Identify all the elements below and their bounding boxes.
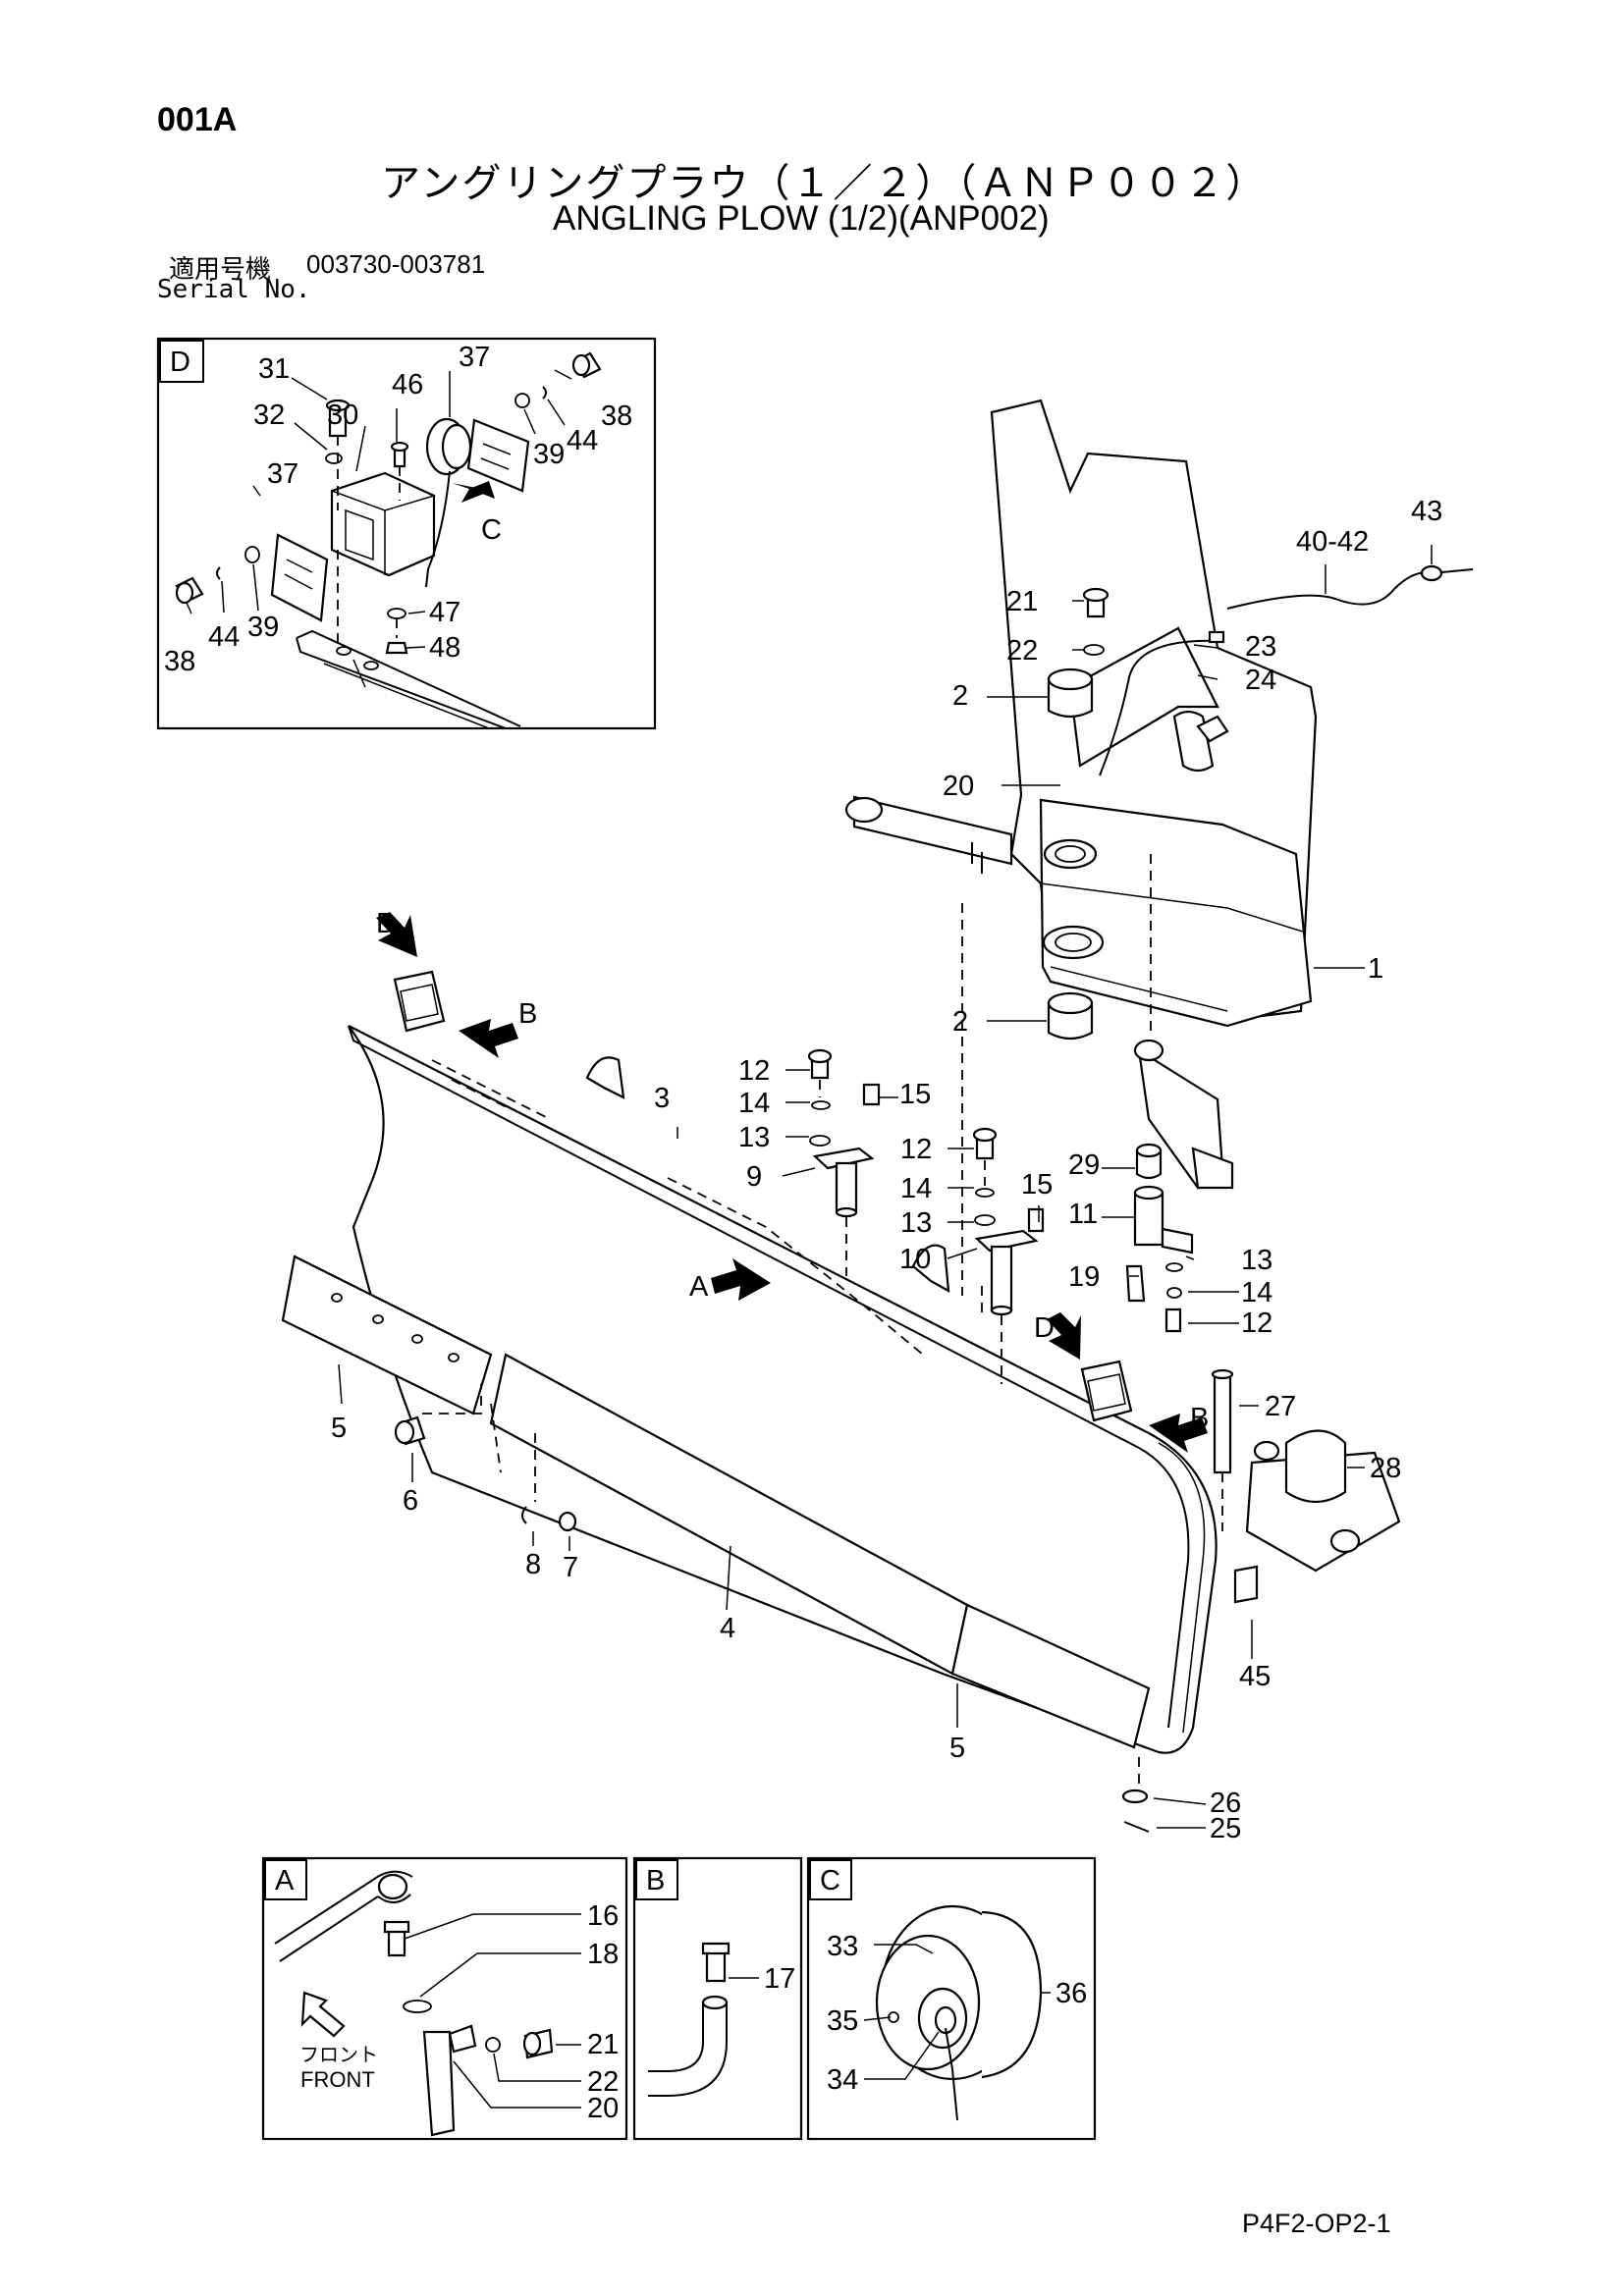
detail-view-a: A フロント FRONT 16 18 21 22 20 — [261, 1856, 628, 2141]
page-code: 001A — [157, 101, 238, 138]
view-label-d-right: D — [1034, 1312, 1055, 1344]
callout-46: 46 — [392, 369, 423, 400]
main-callouts: 43 40-42 21 23 22 24 2 20 1 2 12 15 14 3… — [331, 496, 1442, 1844]
callout-16: 16 — [587, 1900, 619, 1932]
callout-39-right: 39 — [533, 439, 565, 470]
callout-27: 27 — [1265, 1391, 1296, 1422]
front-label-en: FRONT — [300, 2067, 375, 2092]
detail-b-tag: B — [646, 1865, 665, 1896]
callout-40-42: 40-42 — [1296, 526, 1369, 558]
callout-13-b: 13 — [900, 1207, 932, 1239]
callout-25: 25 — [1210, 1813, 1241, 1844]
view-label-d-left: D — [376, 908, 397, 939]
detail-a-tag: A — [275, 1865, 295, 1896]
callout-15-a: 15 — [899, 1079, 931, 1110]
title-japanese: アングリングプラウ（１／２）（ＡＮＰ００２） — [381, 161, 1268, 206]
view-label-b-right: B — [1190, 1403, 1209, 1434]
callout-13-a: 13 — [738, 1122, 770, 1153]
detail-view-b: B 17 — [632, 1856, 803, 2141]
callout-11: 11 — [1068, 1199, 1098, 1230]
callout-17: 17 — [764, 1963, 795, 1995]
title-english: ANGLING PLOW (1/2)(ANP002) — [553, 199, 1050, 238]
plow-blade — [281, 912, 1401, 1833]
callout-31: 31 — [258, 353, 290, 385]
serial-label-english: Serial No. — [157, 275, 311, 304]
callout-44-left: 44 — [208, 621, 240, 653]
callout-44-right: 44 — [567, 425, 598, 456]
callout-15-b: 15 — [1021, 1169, 1053, 1201]
callout-2-bottom: 2 — [952, 1006, 968, 1038]
callout-3: 3 — [654, 1083, 670, 1114]
callout-38-right: 38 — [601, 400, 632, 432]
callout-12-b: 12 — [900, 1134, 932, 1165]
callout-47: 47 — [429, 597, 460, 628]
callout-48: 48 — [429, 632, 460, 664]
callout-14-a: 14 — [738, 1088, 770, 1119]
callout-23: 23 — [1245, 631, 1276, 663]
view-label-a: A — [689, 1271, 709, 1303]
callout-32: 32 — [253, 400, 285, 431]
callout-2-top: 2 — [952, 680, 968, 712]
callout-30: 30 — [327, 400, 358, 431]
view-label-b-left: B — [518, 998, 537, 1030]
callout-13-c: 13 — [1241, 1245, 1272, 1276]
callout-21: 21 — [1006, 586, 1038, 617]
detail-c-tag: C — [820, 1865, 840, 1896]
callout-7: 7 — [563, 1552, 578, 1583]
callout-26: 26 — [1210, 1788, 1241, 1819]
callout-28: 28 — [1370, 1453, 1401, 1484]
callout-39-left: 39 — [247, 612, 279, 643]
callout-5-left: 5 — [331, 1413, 347, 1444]
callout-29: 29 — [1068, 1149, 1100, 1181]
front-label-jp: フロント — [299, 2045, 378, 2066]
detail-view-c: C 33 36 35 34 — [806, 1856, 1097, 2141]
callout-43: 43 — [1411, 496, 1442, 527]
callout-38-left: 38 — [164, 646, 195, 677]
callout-37-right: 37 — [459, 342, 490, 373]
callout-12-c: 12 — [1241, 1308, 1272, 1339]
callout-19: 19 — [1068, 1261, 1100, 1293]
figure-code: P4F2-OP2-1 — [1242, 2209, 1391, 2238]
callout-21-detail: 21 — [587, 2029, 619, 2060]
callout-45: 45 — [1239, 1661, 1271, 1692]
detail-d-tag: D — [170, 347, 190, 378]
detail-view-d: D 31 32 30 — [156, 337, 657, 730]
callout-9: 9 — [746, 1161, 762, 1193]
callout-34: 34 — [827, 2064, 858, 2096]
callout-20-detail: 20 — [587, 2093, 619, 2124]
callout-22: 22 — [1006, 635, 1038, 667]
callout-18: 18 — [587, 1939, 619, 1970]
callout-14-b: 14 — [900, 1173, 932, 1204]
callout-24: 24 — [1245, 665, 1276, 696]
callout-10: 10 — [899, 1244, 931, 1275]
callout-4: 4 — [720, 1613, 735, 1644]
callout-22-detail: 22 — [587, 2066, 619, 2098]
detail-d-arrow-c-label: C — [481, 514, 502, 546]
callout-37-left: 37 — [267, 458, 298, 490]
callout-36: 36 — [1056, 1978, 1087, 2009]
callout-14-c: 14 — [1241, 1277, 1272, 1308]
serial-label-japanese: 適用号機 — [169, 255, 272, 285]
callout-8: 8 — [525, 1549, 541, 1580]
callout-33: 33 — [827, 1931, 858, 1962]
angling-frame — [844, 399, 1474, 1333]
callout-20: 20 — [943, 771, 974, 802]
callout-6: 6 — [403, 1485, 418, 1517]
callout-5-right: 5 — [949, 1733, 965, 1764]
callout-35: 35 — [827, 2005, 858, 2037]
callout-1: 1 — [1368, 953, 1383, 985]
callout-12-a: 12 — [738, 1055, 770, 1087]
pin-assemblies — [807, 1048, 1045, 1384]
serial-range: 003730-003781 — [306, 249, 486, 279]
